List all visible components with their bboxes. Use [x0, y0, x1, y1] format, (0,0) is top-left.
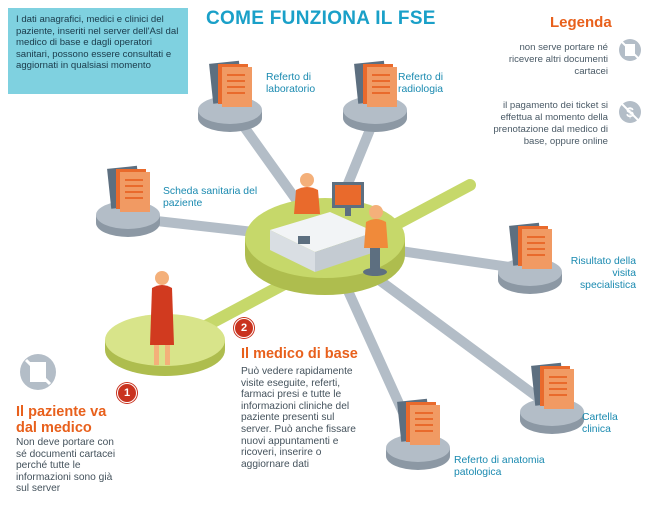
node-disk-visita [498, 222, 562, 294]
legend-title: Legenda [550, 14, 612, 31]
patient-figure [150, 271, 174, 365]
patient-no-paper-icon [20, 354, 56, 390]
node-label-visita: Risultato della visita specialistica [570, 256, 636, 291]
legend-item-ticket: il pagamento dei ticket si effettua al m… [493, 100, 608, 147]
page-title: COME FUNZIONA IL FSE [206, 8, 436, 29]
node-disk-scheda [96, 165, 160, 237]
node-disk-laboratorio [198, 60, 262, 132]
step-2-title: Il medico di base [241, 346, 358, 362]
step-badge-2: 2 [234, 318, 254, 338]
step-badge-1: 1 [117, 383, 137, 403]
node-label-cartella: Cartella clinica [582, 412, 618, 435]
doctor-desk-illustration [270, 173, 388, 276]
intro-box: I dati anagrafici, medici e clinici del … [8, 8, 188, 94]
node-disk-anatomia [386, 398, 450, 470]
step-2-text: Può vedere rapidamente visite eseguite, … [241, 366, 356, 470]
node-label-radiologia: Referto di radiologia [398, 72, 444, 95]
step-1-text: Non deve portare con sé documenti cartac… [16, 437, 116, 495]
node-label-anatomia: Referto di anatomia patologica [454, 455, 545, 478]
no-dollar-icon: $ [619, 101, 641, 123]
node-label-laboratorio: Referto di laboratorio [266, 72, 316, 95]
step-1-title: Il paziente va dal medico [16, 404, 107, 436]
no-paper-icon [619, 39, 641, 61]
node-label-scheda: Scheda sanitaria del paziente [163, 186, 258, 209]
node-disk-cartella [520, 362, 584, 434]
legend-item-paper: non serve portare né ricevere altri docu… [508, 42, 608, 77]
